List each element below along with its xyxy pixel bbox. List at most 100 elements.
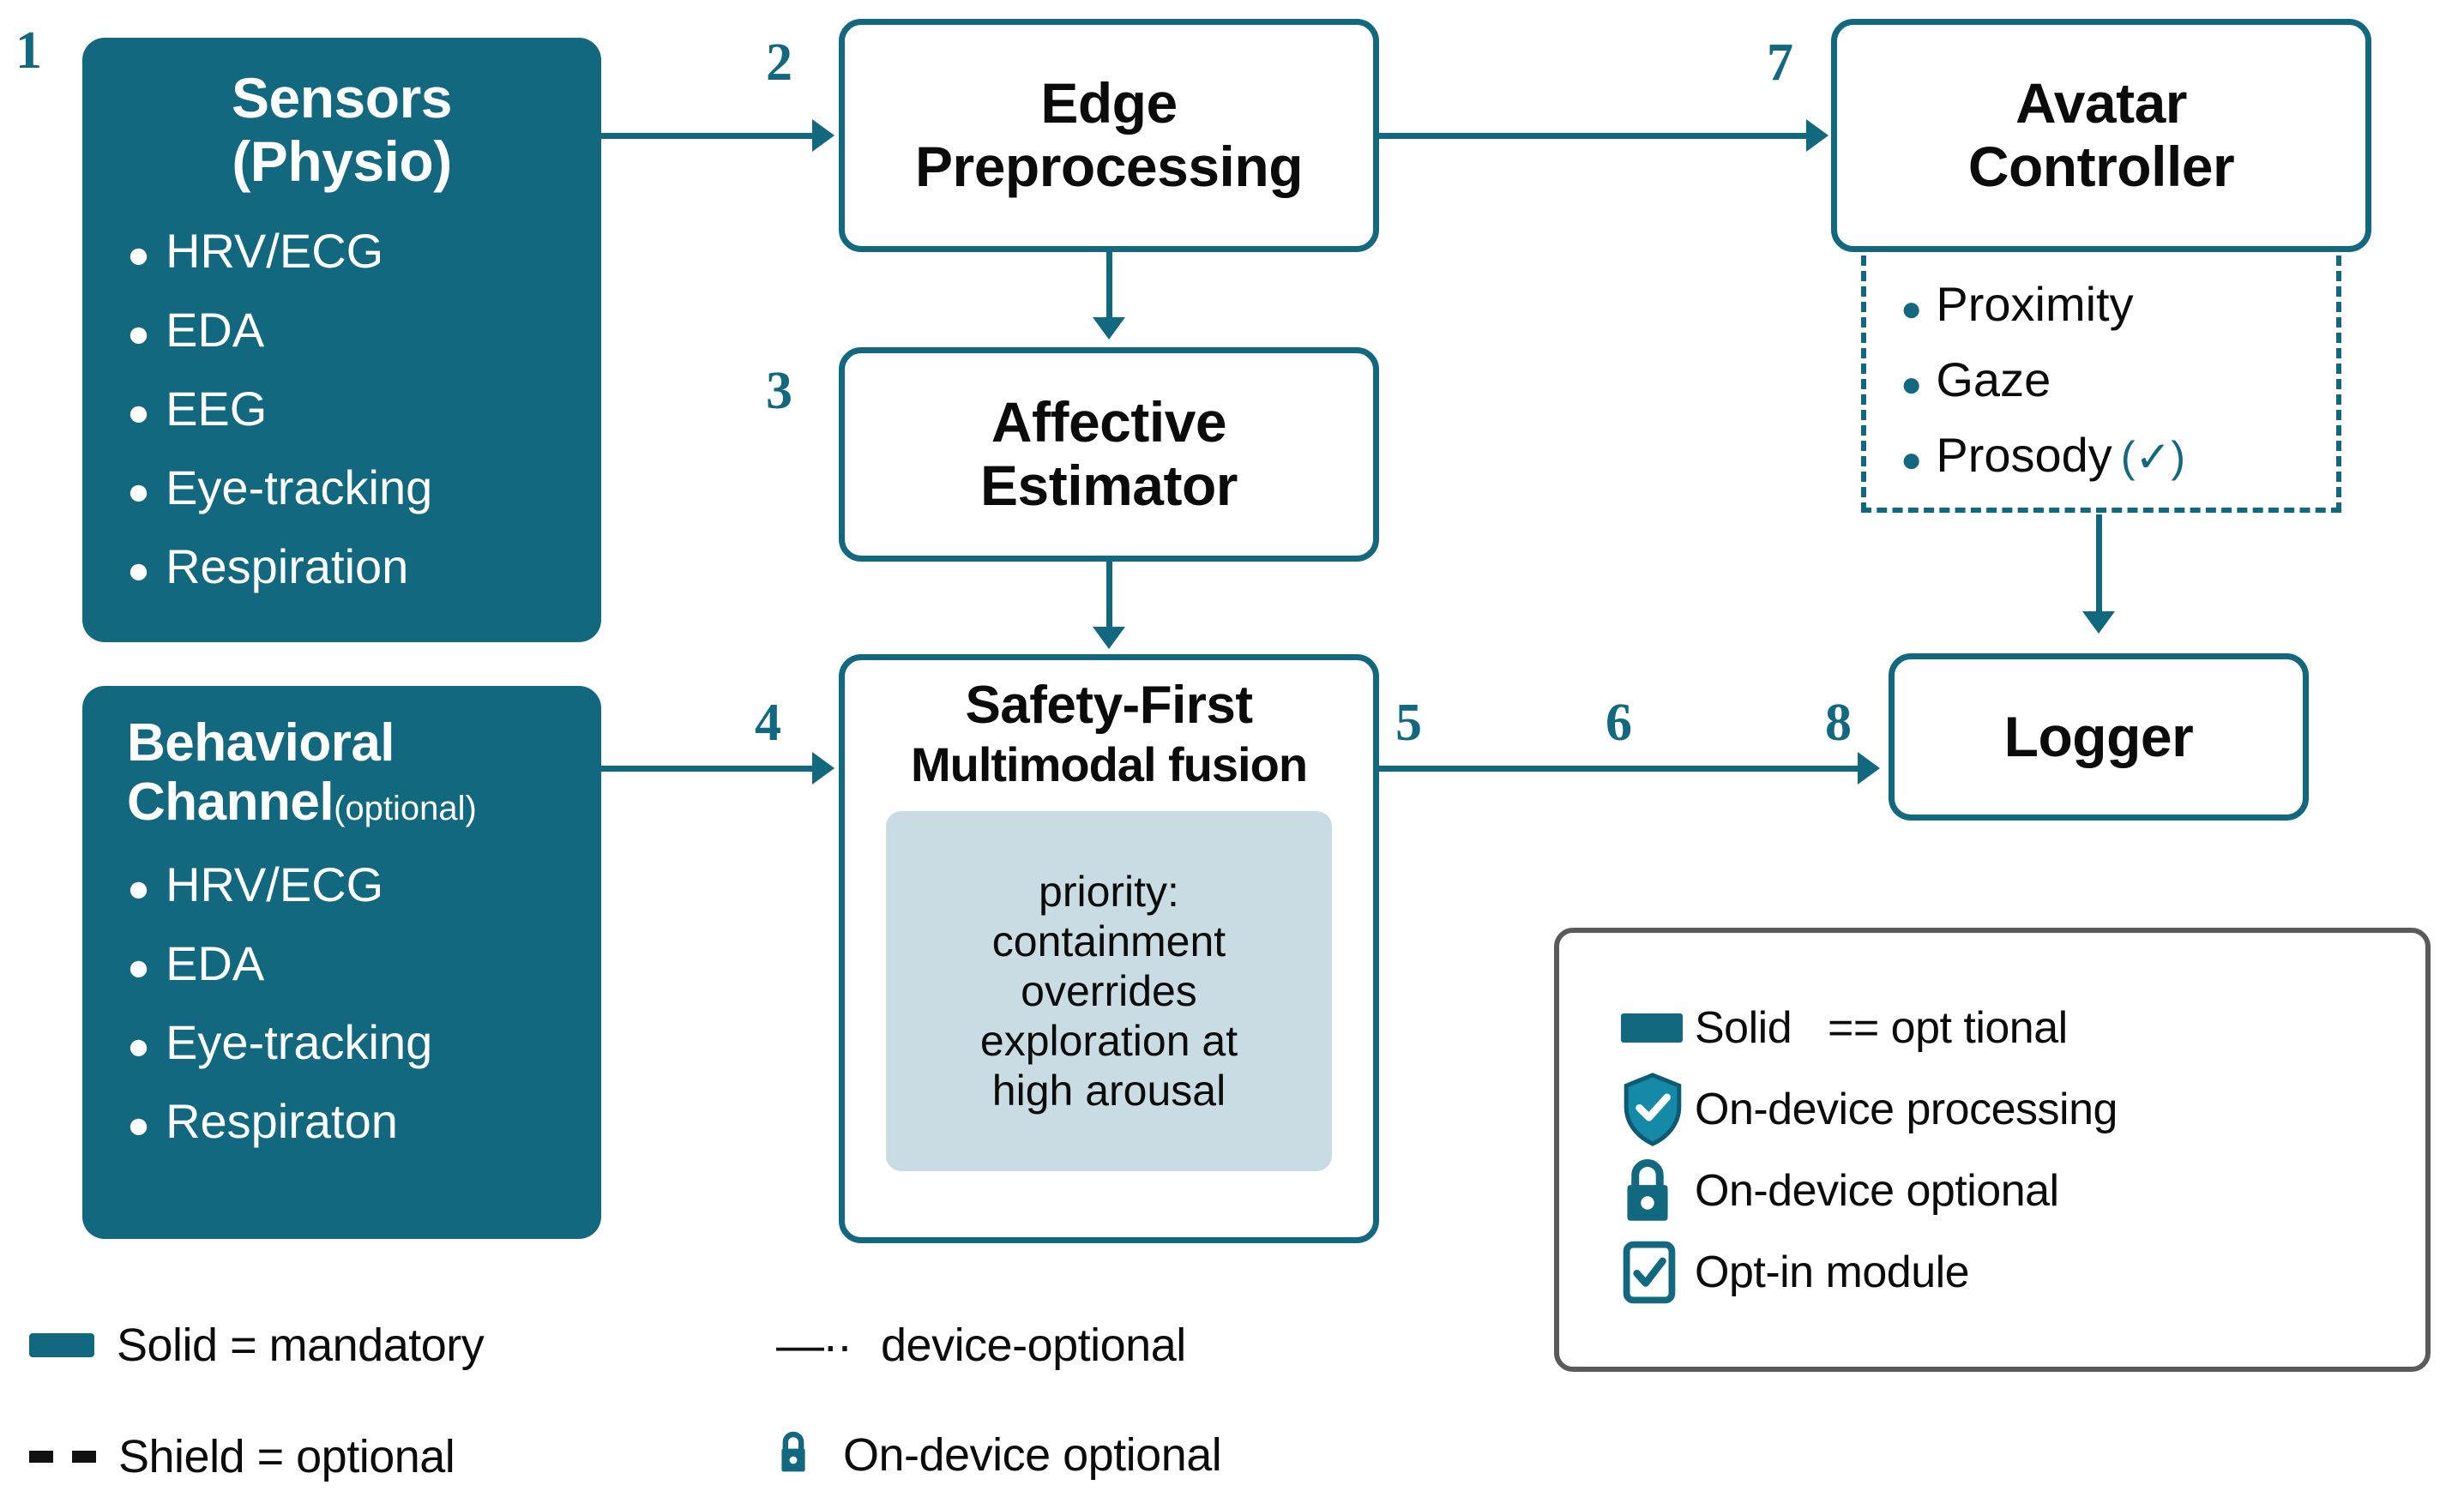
bullet-icon: ●: [127, 1103, 151, 1146]
arrowhead-icon: [1806, 119, 1828, 152]
list-item: ● Prosody (✓): [1901, 427, 2336, 502]
list-item: ● EDA: [127, 302, 646, 381]
node-logger[interactable]: Logger: [1889, 653, 2309, 821]
arrowhead-icon: [1093, 317, 1125, 340]
list-item: ● Proximity: [1901, 276, 2336, 352]
list-item: ● HRV/ECG: [127, 223, 646, 302]
list-item: ● Eye-tracking: [127, 460, 646, 538]
avatar-optional-group[interactable]: ● Proximity ● Gaze ● Prosody (✓): [1861, 256, 2341, 513]
bullet-icon: ●: [127, 945, 151, 989]
safety-priority-callout: priority: containment overrides explorat…: [886, 811, 1332, 1172]
list-item-label: EEG: [166, 381, 268, 436]
legend-row-label: On-device optional: [1695, 1165, 2059, 1216]
node-safety-first-title: Safety-First: [965, 676, 1253, 735]
bullet-icon: ●: [127, 548, 151, 592]
legend-row-label: Opt-in module: [1695, 1247, 1970, 1297]
list-item: ● Respiraton: [127, 1093, 646, 1172]
list-item-label: EDA: [166, 935, 265, 990]
list-item-label: Respiraton: [166, 1093, 398, 1148]
shield-check-icon: [1621, 1072, 1695, 1147]
node-edge-preprocessing[interactable]: Edge Preprocessing: [839, 19, 1379, 252]
connector-edge-to-affective: [1106, 252, 1112, 319]
list-item-label: HRV/ECG: [166, 857, 384, 911]
legend-row-on-device-processing: On-device processing: [1621, 1068, 2425, 1150]
list-item-label: Proximity: [1936, 277, 2134, 331]
node-logger-title: Logger: [2003, 704, 2194, 768]
arrowhead-icon: [812, 752, 834, 785]
connector-avatar-group-to-logger: [2096, 514, 2102, 613]
arrowhead-icon: [812, 119, 834, 152]
node-sensors-title: Sensors (Physio): [232, 66, 452, 193]
list-item: ● EEG: [127, 381, 646, 460]
step-number-8: 8: [1825, 694, 1852, 752]
node-safety-first[interactable]: Safety-First Multimodal fusion priority:…: [839, 654, 1379, 1243]
connector-edge-to-avatar: [1379, 133, 1808, 139]
node-behavioral-channel[interactable]: Behavioral Channel(optional) ● HRV/ECG ●…: [82, 686, 601, 1239]
bottom-legend-label: device-optional: [881, 1320, 1186, 1371]
legend-row-on-device-optional: On-device optional: [1621, 1150, 2425, 1231]
solid-swatch-icon: [1621, 1013, 1695, 1043]
bottom-legend-on-device-optional: On-device optional: [776, 1427, 1222, 1482]
lock-icon: [1621, 1155, 1695, 1227]
bullet-icon: ●: [127, 232, 151, 276]
legend-row-label: On-device processing: [1695, 1084, 2118, 1134]
bottom-legend-label: Shield = optional: [118, 1431, 455, 1482]
step-number-3: 3: [766, 362, 792, 420]
list-item: ● Eye-tracking: [127, 1014, 646, 1093]
node-sensors[interactable]: Sensors (Physio) ● HRV/ECG ● EDA ● EEG ●…: [82, 38, 601, 642]
bottom-legend-label: Solid = mandatory: [117, 1320, 485, 1371]
bottom-legend-solid-mandatory: Solid = mandatory: [29, 1319, 485, 1372]
bullet-icon: ●: [1901, 439, 1923, 479]
node-affective-estimator[interactable]: Affective Estimator: [839, 347, 1379, 562]
arrowhead-icon: [1093, 627, 1125, 649]
connector-safety-to-logger: [1379, 766, 1859, 772]
list-item-label: Eye-tracking: [166, 1014, 433, 1069]
list-item-label: Eye-tracking: [166, 460, 433, 514]
list-item-label: EDA: [166, 302, 265, 357]
node-avatar-controller[interactable]: Avatar Controller: [1831, 19, 2371, 252]
node-sensors-list: ● HRV/ECG ● EDA ● EEG ● Eye-tracking ● R…: [82, 201, 646, 617]
mixed-line-icon: —··: [776, 1318, 852, 1372]
step-number-5: 5: [1395, 694, 1422, 752]
list-item-label: Respiration: [166, 538, 409, 593]
bullet-icon: ●: [127, 1024, 151, 1067]
bottom-legend-label: On-device optional: [843, 1428, 1222, 1481]
list-item-label: Gaze: [1936, 352, 2051, 406]
checkbox-checked-icon: [1621, 1239, 1695, 1306]
list-item: ● Gaze: [1901, 352, 2336, 427]
step-number-4: 4: [755, 694, 781, 752]
list-item: ● HRV/ECG: [127, 857, 646, 935]
list-item-label: Prosody: [1936, 428, 2112, 482]
legend-row-label: Solid == opt tional: [1695, 1002, 2068, 1053]
node-edge-preprocessing-title: Edge Preprocessing: [914, 71, 1304, 198]
step-number-2: 2: [766, 33, 792, 92]
connector-behavioral-to-safety: [601, 766, 814, 772]
lock-icon: [776, 1427, 826, 1482]
arrowhead-icon: [2082, 611, 2115, 634]
connector-sensors-to-edge: [601, 133, 814, 139]
avatar-optional-list: ● Proximity ● Gaze ● Prosody (✓): [1901, 276, 2336, 502]
bullet-icon: ●: [127, 866, 151, 910]
bullet-icon: ●: [127, 311, 151, 355]
bottom-legend-shield-optional: Shield = optional: [29, 1430, 455, 1483]
bullet-icon: ●: [127, 390, 151, 434]
list-item: ● EDA: [127, 935, 646, 1014]
node-behavioral-title-wrap: Behavioral Channel(optional): [82, 705, 601, 833]
step-number-6: 6: [1606, 694, 1632, 752]
list-item: ● Respiration: [127, 538, 646, 617]
connector-affective-to-safety: [1106, 562, 1112, 628]
node-affective-estimator-title: Affective Estimator: [980, 390, 1238, 517]
node-behavioral-list: ● HRV/ECG ● EDA ● Eye-tracking ● Respira…: [82, 833, 646, 1172]
step-number-7: 7: [1767, 33, 1793, 92]
legend-row-solid: Solid == opt tional: [1621, 987, 2425, 1068]
step-number-1: 1: [15, 21, 42, 80]
bottom-legend-device-optional: —·· device-optional: [776, 1319, 1186, 1372]
bullet-icon: ●: [1901, 288, 1923, 328]
node-safety-first-subtitle: Multimodal fusion: [910, 737, 1308, 792]
legend-panel[interactable]: Solid == opt tional On-device processing…: [1554, 928, 2431, 1372]
opt-in-check-icon: (✓): [2120, 433, 2186, 481]
node-avatar-controller-title: Avatar Controller: [1967, 71, 2235, 198]
solid-swatch-icon: [29, 1333, 94, 1357]
dashed-line-icon: [29, 1451, 96, 1463]
